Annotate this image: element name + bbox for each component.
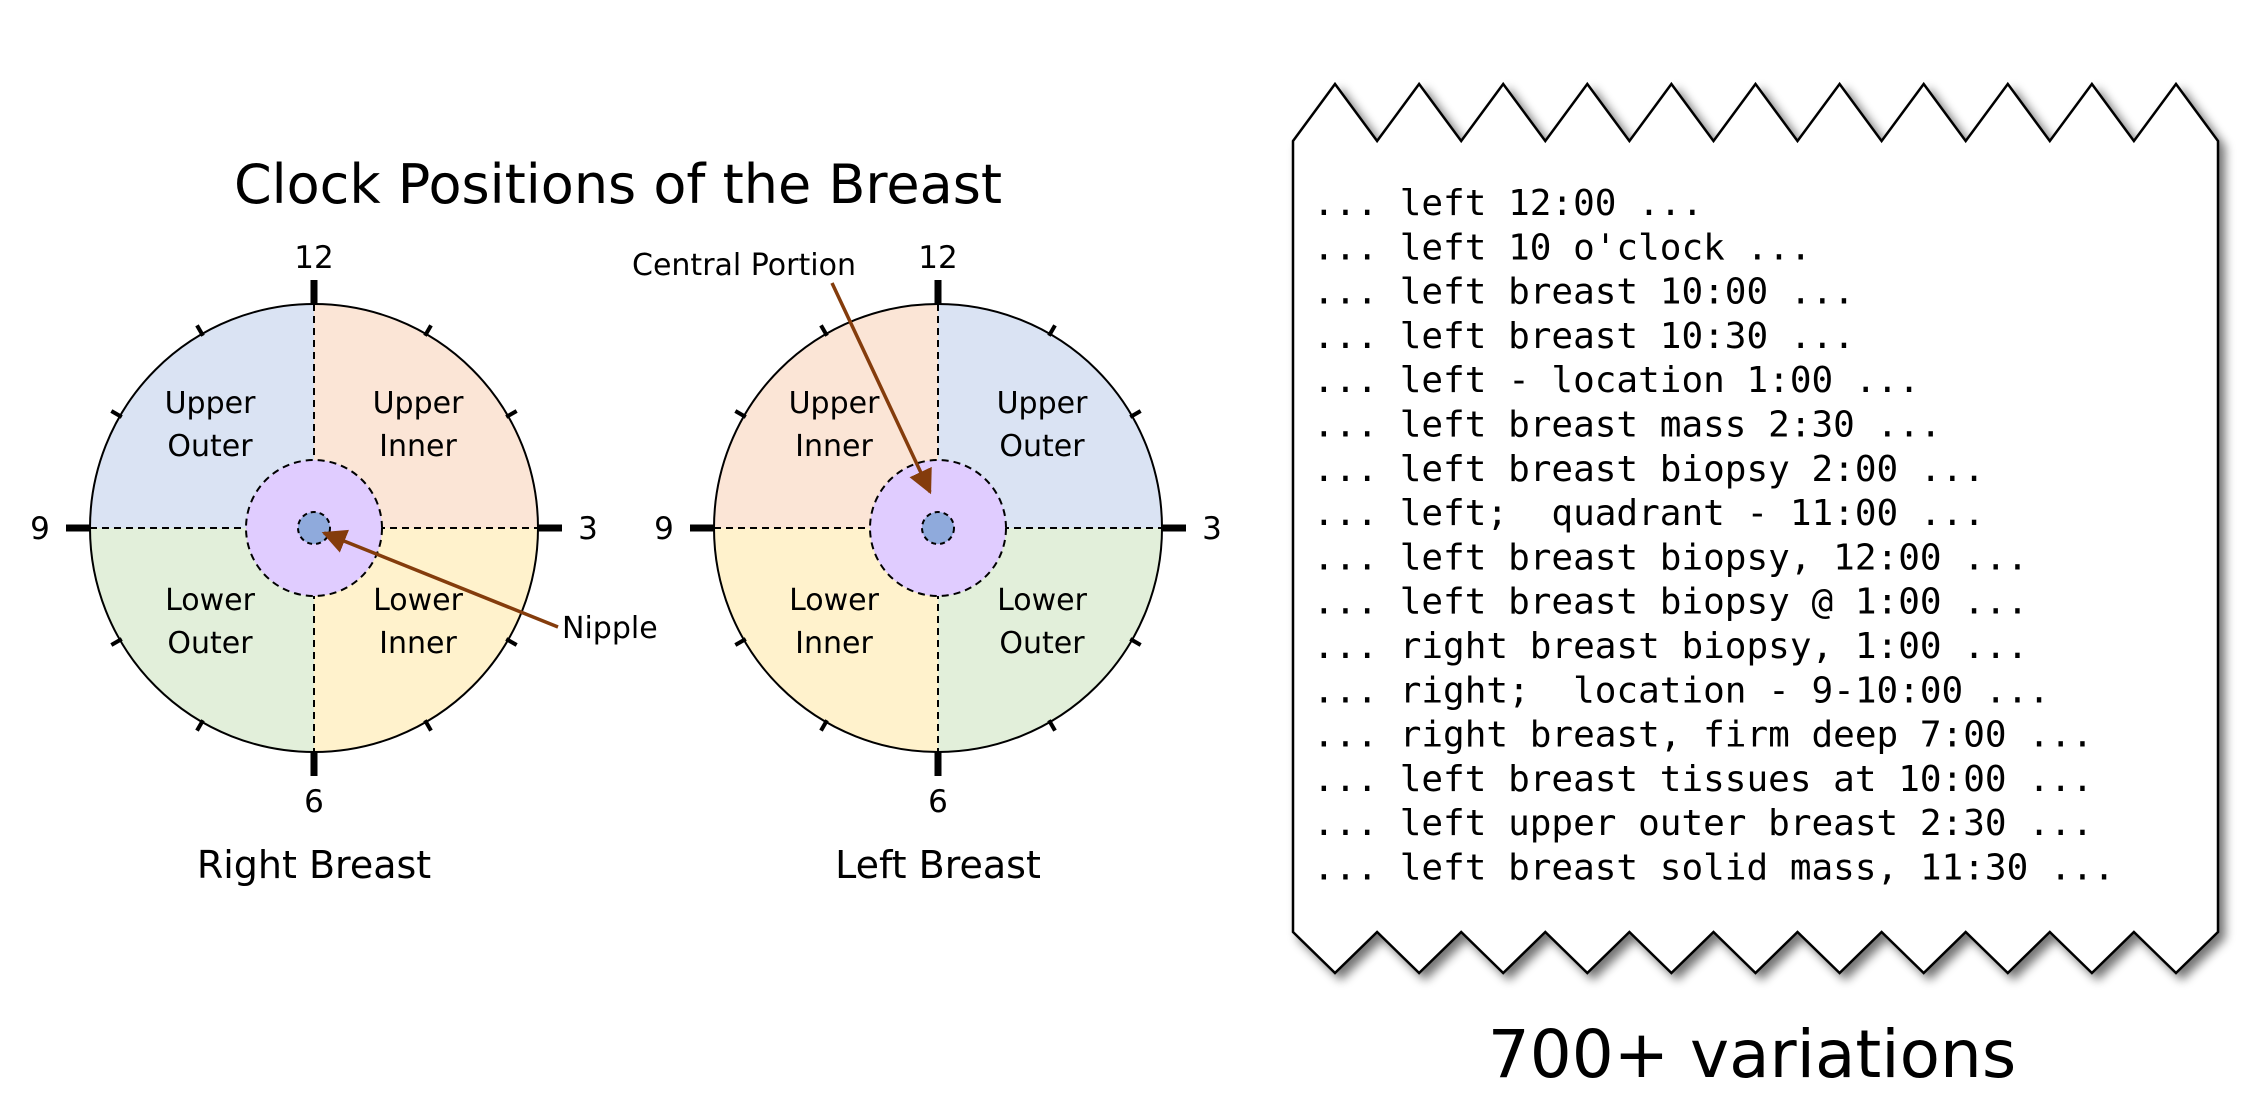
quadrant-label: Upper <box>789 386 881 421</box>
clock-number-12: 12 <box>918 240 957 276</box>
quadrant-label: Outer <box>999 626 1085 661</box>
clock-number-3: 3 <box>578 511 598 547</box>
variation-line: ... left - location 1:00 ... <box>1313 360 1920 401</box>
quadrant-label: Inner <box>795 626 873 661</box>
quadrant-label: Lower <box>165 583 256 618</box>
minor-tick <box>110 637 123 647</box>
minor-tick <box>1129 409 1142 419</box>
clock-number-3: 3 <box>1202 511 1222 547</box>
quadrant-label: Upper <box>997 386 1089 421</box>
right-breast-clock: 12369UpperOuterUpperInnerLowerOuterLower… <box>30 240 598 887</box>
quadrant-label: Outer <box>999 429 1085 464</box>
quadrant-label: Outer <box>167 429 253 464</box>
quadrant-lower-left <box>714 528 938 752</box>
clock-number-6: 6 <box>928 784 948 820</box>
minor-tick <box>505 637 518 647</box>
central-portion-arrow <box>830 282 932 495</box>
minor-tick <box>819 324 829 337</box>
nipple-label: Nipple <box>562 611 658 646</box>
quadrant-upper-right <box>938 304 1162 528</box>
nipple <box>921 511 955 545</box>
variations-paper: ... left 12:00 ...... left 10 o'clock ..… <box>1291 81 2220 975</box>
quadrant-lower-right <box>938 528 1162 752</box>
nipple-annotation: Nipple <box>321 529 658 646</box>
nipple-arrow <box>321 529 559 629</box>
central-portion-label: Central Portion <box>632 248 856 283</box>
clock-number-6: 6 <box>304 784 324 820</box>
torn-paper <box>1291 81 2220 975</box>
variation-line: ... right breast, firm deep 7:00 ... <box>1313 715 2093 756</box>
minor-tick <box>423 719 433 732</box>
minor-tick <box>423 324 433 337</box>
left-breast-clock: 12369UpperInnerUpperOuterLowerInnerLower… <box>654 240 1222 887</box>
minor-tick <box>1047 324 1057 337</box>
quadrant-label: Inner <box>795 429 873 464</box>
variation-line: ... left breast biopsy @ 1:00 ... <box>1313 582 2028 623</box>
variation-line: ... left breast solid mass, 11:30 ... <box>1313 848 2115 889</box>
variation-line: ... left breast tissues at 10:00 ... <box>1313 759 2093 800</box>
quadrant-upper-right <box>314 304 538 528</box>
minor-tick <box>195 719 205 732</box>
quadrant-upper-left <box>90 304 314 528</box>
minor-tick <box>1129 637 1142 647</box>
quadrant-label: Lower <box>997 583 1088 618</box>
variation-line: ... left breast mass 2:30 ... <box>1313 405 1942 446</box>
minor-tick <box>734 409 747 419</box>
quadrant-lower-right <box>314 528 538 752</box>
variation-line: ... left breast 10:00 ... <box>1313 272 1855 313</box>
variations-caption: 700+ variations <box>1488 1016 2016 1093</box>
nipple <box>297 511 331 545</box>
minor-tick <box>819 719 829 732</box>
variation-line: ... left upper outer breast 2:30 ... <box>1313 803 2093 844</box>
variation-line: ... right; location - 9-10:00 ... <box>1313 670 2050 711</box>
variation-line: ... left breast 10:30 ... <box>1313 316 1855 357</box>
minor-tick <box>734 637 747 647</box>
minor-tick <box>505 409 518 419</box>
central-portion-annotation: Central Portion <box>632 248 932 495</box>
breast-caption: Right Breast <box>197 843 431 887</box>
quadrant-label: Upper <box>165 386 257 421</box>
quadrant-label: Upper <box>373 386 465 421</box>
quadrant-label: Outer <box>167 626 253 661</box>
variation-line: ... left; quadrant - 11:00 ... <box>1313 493 1985 534</box>
quadrant-lower-left <box>90 528 314 752</box>
variation-line: ... right breast biopsy, 1:00 ... <box>1313 626 2028 667</box>
minor-tick <box>110 409 123 419</box>
quadrant-label: Inner <box>379 626 457 661</box>
variations-list: ... left 12:00 ...... left 10 o'clock ..… <box>1313 183 2115 889</box>
variation-line: ... left breast biopsy 2:00 ... <box>1313 449 1985 490</box>
clock-number-9: 9 <box>654 511 674 547</box>
clock-number-12: 12 <box>294 240 333 276</box>
quadrant-upper-left <box>714 304 938 528</box>
variation-line: ... left 12:00 ... <box>1313 183 1703 224</box>
quadrant-label: Inner <box>379 429 457 464</box>
variation-line: ... left breast biopsy, 12:00 ... <box>1313 537 2028 578</box>
variation-line: ... left 10 o'clock ... <box>1313 227 1812 268</box>
quadrant-label: Lower <box>789 583 880 618</box>
quadrant-label: Lower <box>373 583 464 618</box>
minor-tick <box>195 324 205 337</box>
breast-caption: Left Breast <box>835 843 1041 887</box>
diagram-title: Clock Positions of the Breast <box>234 153 1002 216</box>
clock-number-9: 9 <box>30 511 50 547</box>
minor-tick <box>1047 719 1057 732</box>
